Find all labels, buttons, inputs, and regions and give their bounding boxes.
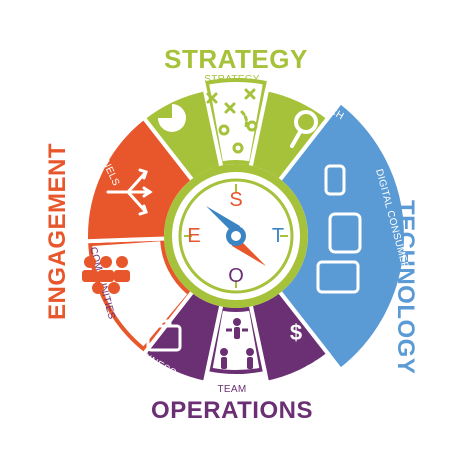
pie-chart-icon bbox=[158, 104, 186, 132]
segment-strategy-inner bbox=[209, 82, 263, 162]
label-strategy: STRATEGY bbox=[204, 74, 260, 85]
people-pyramid-icon bbox=[220, 318, 254, 369]
label-team: TEAM bbox=[218, 384, 247, 395]
heading-operations: OPERATIONS bbox=[151, 397, 313, 424]
branching-arrows-icon bbox=[106, 168, 153, 216]
compass-letter-west: E bbox=[187, 225, 200, 247]
dollar-icon: $ bbox=[290, 320, 302, 345]
heading-technology: TECHNOLOGY bbox=[392, 200, 419, 374]
compass-letter-south: O bbox=[228, 265, 244, 287]
compass: S T O E bbox=[164, 164, 308, 308]
devices-icon bbox=[316, 164, 362, 294]
magnifier-icon bbox=[290, 110, 318, 148]
svg-text:$: $ bbox=[290, 320, 302, 345]
heading-engagement: ENGAGEMENT bbox=[44, 143, 71, 320]
heading-strategy: STRATEGY bbox=[164, 44, 308, 74]
briefcase-icon bbox=[146, 319, 182, 352]
play-diagram-icon bbox=[206, 88, 258, 154]
compass-letter-north: S bbox=[229, 189, 242, 211]
compass-letter-east: T bbox=[272, 225, 284, 247]
group-icon bbox=[82, 256, 130, 294]
